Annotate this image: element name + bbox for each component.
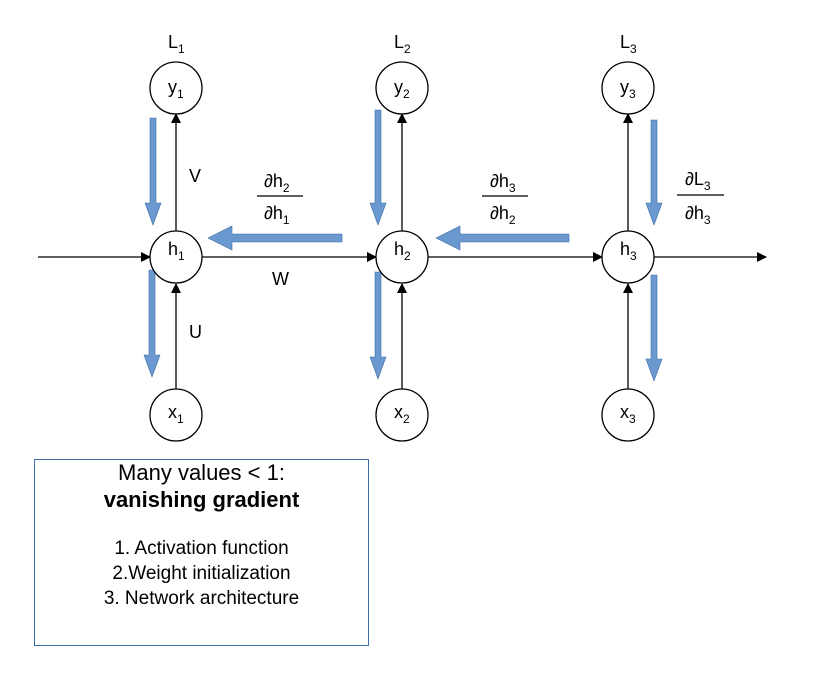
label-loss-1: L1 xyxy=(168,32,185,56)
node-x2 xyxy=(375,388,429,442)
remedy-item: 2.Weight initialization xyxy=(112,563,291,584)
label-x1: x1 xyxy=(168,402,184,426)
box-emphasis: vanishing gradient xyxy=(103,487,300,512)
vanishing-gradient-box: Many values < 1: vanishing gradient 1. A… xyxy=(34,459,369,646)
label-y3: y3 xyxy=(620,77,636,101)
node-h3 xyxy=(601,230,655,284)
fraction-2-denominator: ∂h2 xyxy=(490,203,516,227)
node-y2 xyxy=(375,61,429,115)
gradient-arrows xyxy=(143,109,663,382)
label-h2: h2 xyxy=(394,239,411,263)
weight-label-u: U xyxy=(189,322,202,342)
gradient-arrow-y2-down xyxy=(369,109,387,226)
node-h1 xyxy=(149,230,203,284)
gradient-arrow-h3-down xyxy=(645,274,663,382)
fraction-3-numerator: ∂L3 xyxy=(685,169,711,193)
node-labels: y1 y2 y3 h1 h2 h3 x1 x2 x3 L1 L2 L3 xyxy=(168,32,637,426)
node-h2 xyxy=(375,230,429,284)
fraction-3-denominator: ∂h3 xyxy=(685,203,711,227)
weight-labels: V W U xyxy=(189,166,289,342)
gradient-arrow-h1-down xyxy=(143,269,161,378)
gradient-arrow-y3-down xyxy=(645,119,663,226)
gradient-arrow-h3-h2 xyxy=(435,225,570,251)
label-y2: y2 xyxy=(394,77,410,101)
gradient-arrow-y1-down xyxy=(144,117,162,226)
node-circles xyxy=(149,61,655,442)
remedy-list: 1. Activation function 2.Weight initiali… xyxy=(35,536,368,611)
remedy-item: 1. Activation function xyxy=(114,538,289,559)
label-loss-2: L2 xyxy=(394,32,411,56)
weight-label-v: V xyxy=(189,166,201,186)
gradient-arrow-h2-h1 xyxy=(207,225,343,251)
label-x2: x2 xyxy=(394,402,410,426)
gradient-fraction-1: ∂h2 ∂h1 xyxy=(257,171,303,227)
label-h3: h3 xyxy=(620,239,637,263)
fraction-2-numerator: ∂h3 xyxy=(490,171,516,195)
node-y3 xyxy=(601,61,655,115)
gradient-arrow-h2-down xyxy=(369,271,387,380)
node-x1 xyxy=(149,388,203,442)
forward-connections xyxy=(38,113,767,389)
label-loss-3: L3 xyxy=(620,32,637,56)
fraction-1-denominator: ∂h1 xyxy=(264,203,290,227)
label-h1: h1 xyxy=(168,239,185,263)
box-headline: Many values < 1: xyxy=(118,460,285,485)
label-y1: y1 xyxy=(168,77,184,101)
node-x3 xyxy=(601,388,655,442)
gradient-fraction-3: ∂L3 ∂h3 xyxy=(677,169,724,227)
weight-label-w: W xyxy=(272,269,289,289)
fraction-1-numerator: ∂h2 xyxy=(264,171,290,195)
remedy-item: 3. Network architecture xyxy=(103,588,300,609)
gradient-fraction-2: ∂h3 ∂h2 xyxy=(482,171,528,227)
node-y1 xyxy=(149,61,203,115)
label-x3: x3 xyxy=(620,402,636,426)
